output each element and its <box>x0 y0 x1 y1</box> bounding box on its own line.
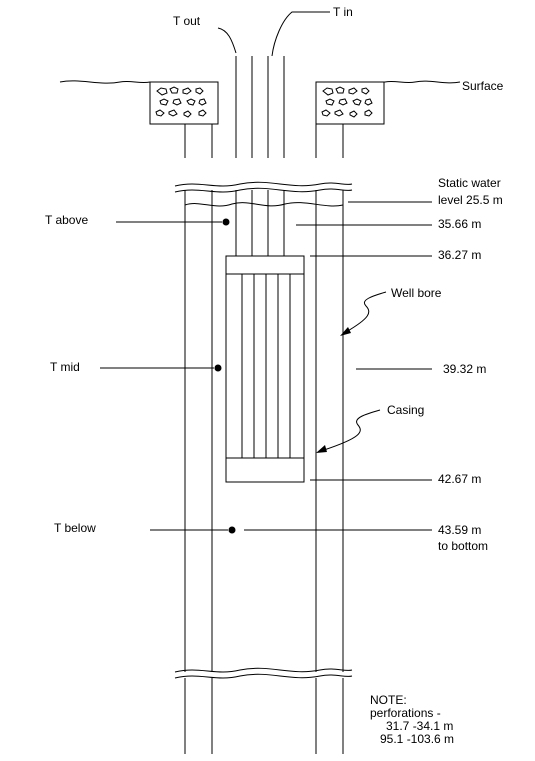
note-title: NOTE: <box>370 693 407 707</box>
label-depth-42-67: 42.67 m <box>438 472 482 486</box>
label-depth-36-27: 36.27 m <box>438 248 482 262</box>
label-surface: Surface <box>462 79 504 93</box>
well-bore-arrowhead <box>340 327 351 336</box>
casing-pointer <box>323 409 381 451</box>
label-t-mid: T mid <box>50 360 80 374</box>
water-level-line <box>184 202 344 207</box>
sensor-t-above <box>222 218 230 226</box>
note-range-2: 95.1 -103.6 m <box>380 732 455 746</box>
label-depth-39-32: 39.32 m <box>443 362 487 376</box>
break-line-top-2 <box>174 187 353 193</box>
label-depth-43-59: 43.59 m <box>438 523 482 537</box>
well-bore-pointer <box>345 291 387 333</box>
upper-well-walls <box>184 124 344 158</box>
t-in-leader <box>271 11 330 57</box>
label-static-water-2: level 25.5 m <box>438 193 503 207</box>
break-line-bottom-2 <box>174 673 353 679</box>
concrete-pad-right <box>315 81 385 125</box>
label-t-in: T in <box>333 5 353 19</box>
gravel-left <box>155 86 207 118</box>
concrete-pad-left <box>149 81 219 125</box>
note-perforations: perforations - <box>370 706 441 720</box>
label-t-out: T out <box>173 14 201 28</box>
casing-arrowhead <box>316 445 327 453</box>
label-to-bottom: to bottom <box>438 539 489 553</box>
label-t-below: T below <box>54 521 96 535</box>
note-range-1: 31.7 -34.1 m <box>386 719 454 733</box>
break-line-top-1 <box>174 181 353 187</box>
gravel-right <box>321 86 373 118</box>
label-static-water-1: Static water <box>438 176 501 190</box>
t-out-leader <box>217 27 237 54</box>
pipe-tubes-main <box>235 190 285 256</box>
lower-well-walls <box>184 678 344 754</box>
label-t-above: T above <box>45 213 89 227</box>
ground-surface-line <box>59 80 461 84</box>
break-line-bottom-1 <box>174 667 353 673</box>
sensor-t-below <box>228 526 236 534</box>
label-well-bore: Well bore <box>391 286 442 300</box>
label-depth-35-66: 35.66 m <box>438 217 482 231</box>
pipe-tubes-upper <box>235 56 285 158</box>
label-casing: Casing <box>387 403 425 417</box>
well-walls-main <box>184 190 344 672</box>
sensor-t-mid <box>214 364 222 372</box>
heat-exchanger <box>225 255 305 483</box>
